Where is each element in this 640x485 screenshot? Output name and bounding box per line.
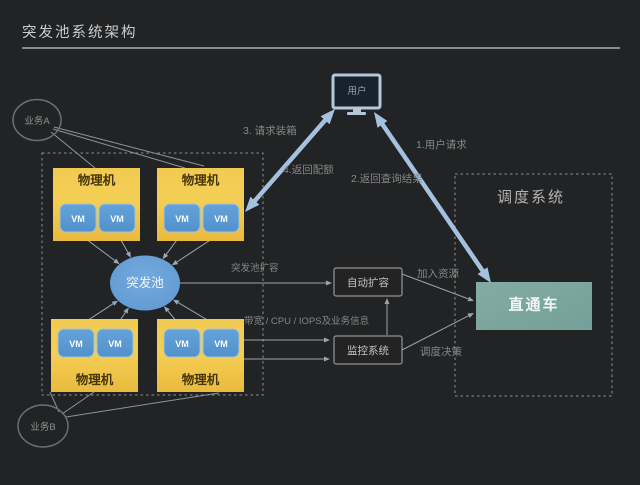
svg-text:4.返回配额: 4.返回配额	[283, 163, 334, 176]
svg-text:VM: VM	[214, 214, 228, 224]
svg-text:调度系统: 调度系统	[497, 189, 565, 206]
svg-text:VM: VM	[71, 214, 85, 224]
svg-text:突发池: 突发池	[126, 275, 164, 290]
svg-text:VM: VM	[175, 339, 189, 349]
svg-text:突发池扩容: 突发池扩容	[231, 262, 279, 274]
svg-text:1.用户请求: 1.用户请求	[416, 138, 467, 151]
svg-text:用户: 用户	[347, 85, 366, 97]
svg-text:VM: VM	[175, 214, 189, 224]
svg-text:业务B: 业务B	[30, 421, 55, 433]
svg-text:物理机: 物理机	[76, 372, 114, 387]
svg-text:突发池系统架构: 突发池系统架构	[22, 24, 138, 41]
svg-text:VM: VM	[108, 339, 122, 349]
svg-text:3. 请求装箱: 3. 请求装箱	[243, 124, 297, 137]
svg-text:自动扩容: 自动扩容	[347, 276, 389, 289]
svg-text:物理机: 物理机	[182, 372, 220, 387]
svg-text:直通车: 直通车	[508, 296, 559, 314]
svg-text:2.返回查询结果: 2.返回查询结果	[351, 172, 423, 185]
svg-text:调度决策: 调度决策	[420, 345, 462, 358]
svg-text:VM: VM	[69, 339, 83, 349]
svg-text:VM: VM	[214, 339, 228, 349]
svg-text:物理机: 物理机	[182, 173, 220, 188]
svg-text:加入资源: 加入资源	[417, 267, 459, 280]
svg-text:物理机: 物理机	[78, 173, 116, 188]
svg-text:监控系统: 监控系统	[347, 344, 389, 357]
svg-text:VM: VM	[110, 214, 124, 224]
svg-text:业务A: 业务A	[24, 115, 50, 127]
svg-text:带宽 / CPU / IOPS及业务信息: 带宽 / CPU / IOPS及业务信息	[244, 315, 369, 327]
